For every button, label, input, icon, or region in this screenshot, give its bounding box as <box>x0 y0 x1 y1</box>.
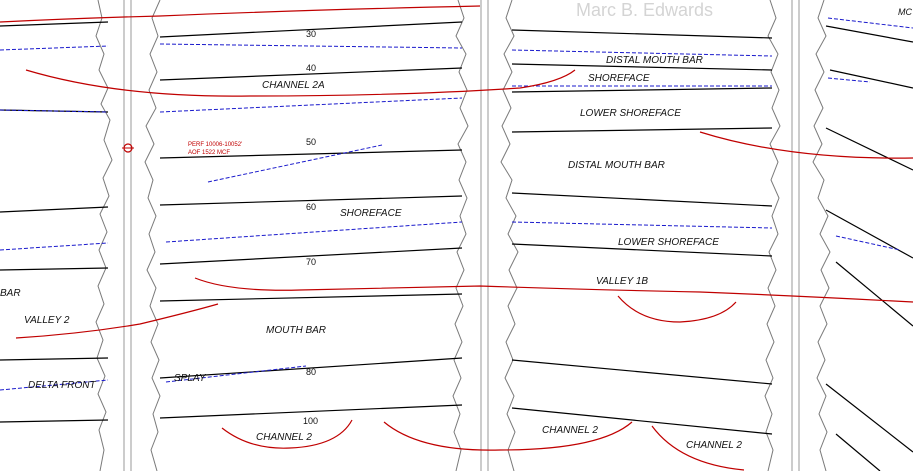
label-lower-shoreface-mid: LOWER SHOREFACE <box>618 237 719 248</box>
label-distal-mouth-bar-top: DISTAL MOUTH BAR <box>606 55 703 66</box>
correlation-line <box>511 192 773 207</box>
blue-marker-line <box>207 144 383 183</box>
correlation-line <box>511 359 773 385</box>
correlation-line <box>159 357 463 379</box>
log-curve-well-1-left <box>95 0 113 471</box>
label-distal-mouth-bar-mid: DISTAL MOUTH BAR <box>568 160 665 171</box>
blue-marker-line <box>511 221 773 229</box>
label-valley-2: VALLEY 2 <box>24 315 70 326</box>
correlation-line <box>835 261 913 327</box>
boundary-channel-2-mid <box>383 421 633 451</box>
facies-labels: CHANNEL 2A SHOREFACE MOUTH BAR SPLAY CHA… <box>0 7 912 451</box>
label-channel-2a: CHANNEL 2A <box>262 80 325 91</box>
blue-marker-line <box>0 109 109 113</box>
log-curve-well-3-right <box>812 0 831 471</box>
depth-label: 80 <box>306 367 316 377</box>
blue-marker-line <box>165 365 307 383</box>
correlation-line <box>829 69 913 89</box>
blue-marker-line <box>165 221 463 243</box>
label-channel-2-right: CHANNEL 2 <box>686 440 742 451</box>
correlation-line <box>0 267 109 271</box>
boundary-valley-1b-dip <box>617 295 737 323</box>
correlation-line <box>159 195 463 206</box>
well-tracks <box>123 0 800 471</box>
correlation-line <box>825 383 913 453</box>
label-channel-2-left: CHANNEL 2 <box>256 432 312 443</box>
log-curve-well-2-right <box>500 0 519 471</box>
erosional-boundaries <box>0 5 913 471</box>
correlation-lines-blue <box>0 17 913 391</box>
correlation-line <box>825 127 913 171</box>
blue-marker-line <box>0 242 109 251</box>
boundary-channel-2-left <box>221 419 353 449</box>
boundary-channel-2a <box>25 69 576 97</box>
log-curves <box>95 0 831 471</box>
correlation-line <box>835 433 881 471</box>
depth-label: 30 <box>306 29 316 39</box>
blue-marker-line <box>827 77 871 83</box>
watermark: Marc B. Edwards <box>576 0 713 20</box>
correlation-line <box>511 407 773 435</box>
correlation-line <box>0 419 109 423</box>
depth-label: 50 <box>306 137 316 147</box>
label-mouth-bar-left: MOUTH BAR <box>266 325 326 336</box>
correlation-line <box>159 67 463 81</box>
depth-label: 100 <box>303 416 318 426</box>
label-splay: SPLAY <box>174 373 207 384</box>
blue-marker-line <box>827 17 913 29</box>
log-curve-well-2-left <box>452 0 469 471</box>
correlation-line <box>511 127 773 133</box>
correlation-line <box>0 21 109 27</box>
depth-labels: 30 40 50 60 70 80 100 <box>303 29 318 426</box>
correlation-line <box>511 63 773 71</box>
correlation-line <box>159 293 463 302</box>
correlation-line <box>511 29 773 39</box>
label-bar-left: BAR <box>0 288 21 299</box>
correlation-line <box>159 247 463 265</box>
blue-marker-line <box>835 235 901 251</box>
perforation-line-1: PERF 10006-10052' <box>188 142 242 148</box>
correlation-line <box>825 209 913 259</box>
correlation-line <box>0 357 109 361</box>
log-curve-well-3-left <box>764 0 781 471</box>
label-lower-shoreface-top: LOWER SHOREFACE <box>580 108 681 119</box>
correlation-line <box>825 25 913 43</box>
label-shoreface-right: SHOREFACE <box>588 73 650 84</box>
blue-marker-line <box>0 379 109 391</box>
depth-label: 40 <box>306 63 316 73</box>
boundary-valley-2 <box>15 303 219 339</box>
blue-marker-line <box>511 49 773 57</box>
boundary-channel-2-right <box>651 425 745 471</box>
correlation-line <box>159 149 463 159</box>
correlation-line <box>511 87 773 93</box>
correlation-line <box>159 404 463 419</box>
blue-marker-line <box>159 97 463 113</box>
boundary-valley <box>194 277 913 303</box>
correlation-line <box>0 206 109 213</box>
depth-label: 60 <box>306 202 316 212</box>
perforation-line-2: AOF 1522 MCF <box>188 150 230 156</box>
log-curve-well-1-right <box>144 0 161 471</box>
boundary-top <box>0 5 481 23</box>
blue-marker-line <box>0 45 109 51</box>
blue-marker-line <box>159 43 463 49</box>
label-channel-2-mid: CHANNEL 2 <box>542 425 598 436</box>
depth-label: 70 <box>306 257 316 267</box>
boundary-right-top <box>699 131 913 159</box>
label-delta-front: DELTA FRONT <box>28 380 96 391</box>
perforation-marker: PERF 10006-10052' AOF 1522 MCF <box>122 142 242 156</box>
correlation-line <box>159 21 463 38</box>
label-mc-partial: MC <box>898 7 912 17</box>
label-shoreface-upper: SHOREFACE <box>340 208 402 219</box>
correlation-line <box>511 243 773 257</box>
label-valley-1b: VALLEY 1B <box>596 276 648 287</box>
correlation-lines-black <box>0 21 913 471</box>
